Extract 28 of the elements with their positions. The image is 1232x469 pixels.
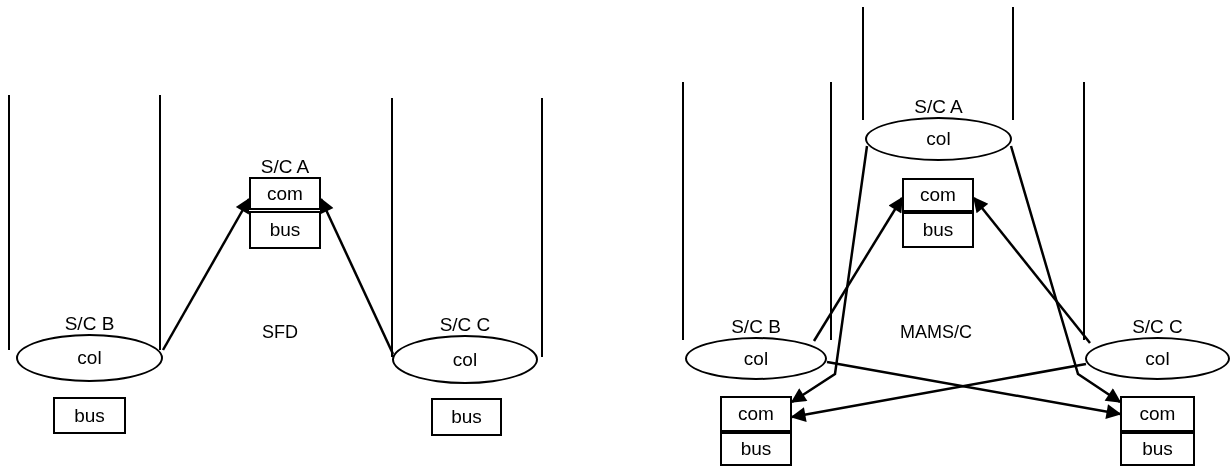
ellipse-node: col (392, 335, 538, 384)
ellipse-node: col (16, 334, 163, 382)
module-box: bus (249, 211, 321, 249)
node-heading: S/C B (731, 317, 781, 337)
module-box: com (902, 178, 974, 212)
ellipse-node: col (1085, 337, 1230, 380)
arrow (1009, 145, 1122, 404)
arrow (161, 197, 251, 351)
panel-label: MAMS/C (900, 322, 972, 343)
module-box: com (1120, 396, 1195, 432)
module-box: bus (53, 397, 126, 434)
module-box: bus (720, 432, 792, 466)
module-box: bus (902, 212, 974, 248)
module-box: com (249, 177, 321, 210)
module-box: com (720, 396, 792, 432)
node-heading: S/C A (260, 157, 310, 177)
node-heading: S/C C (439, 315, 491, 335)
module-box: bus (1120, 432, 1195, 466)
panel-label: SFD (262, 322, 298, 343)
ellipse-node: col (685, 337, 827, 380)
arrow (973, 196, 1091, 344)
arrow (812, 196, 904, 342)
node-heading: S/C B (64, 314, 115, 334)
arrow (826, 360, 1122, 420)
node-heading: S/C C (1132, 317, 1183, 337)
node-heading: S/C A (914, 97, 963, 117)
module-box: bus (431, 398, 502, 436)
ellipse-node: col (865, 117, 1012, 161)
